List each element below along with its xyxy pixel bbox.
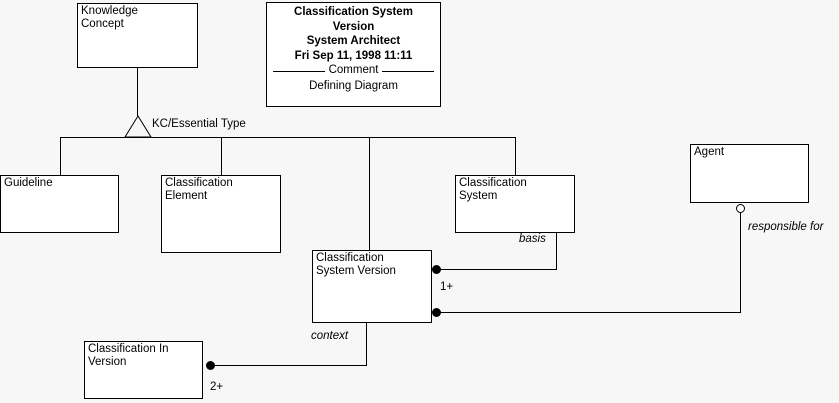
- comment-text: Defining Diagram: [309, 80, 398, 92]
- class-box-classification-element[interactable]: Classification Element: [161, 175, 281, 253]
- diagram-title-block: Classification System Version System Arc…: [266, 2, 441, 107]
- divider-rule-left: [273, 71, 325, 72]
- generalization-drop-guideline: [60, 137, 61, 175]
- class-name-agent: Agent: [694, 146, 725, 158]
- class-name-classification-in-version: Classification In Version: [88, 343, 169, 368]
- class-name-classification-system: Classification System: [459, 177, 527, 202]
- class-box-classification-system-version[interactable]: Classification System Version: [312, 250, 432, 323]
- responsible-for-association-vertical: [740, 212, 741, 313]
- divider-rule-right: [382, 71, 435, 72]
- diagram-title-lines: Classification System Version System Arc…: [294, 6, 413, 62]
- class-box-classification-in-version[interactable]: Classification In Version: [84, 341, 203, 399]
- class-box-classification-system[interactable]: Classification System: [455, 175, 575, 233]
- basis-association-vertical: [556, 233, 557, 270]
- basis-aggregation-dot-icon: [432, 265, 441, 274]
- comment-section-label: Comment: [328, 64, 379, 76]
- generalization-bar: [60, 137, 516, 138]
- context-aggregation-dot-icon: [206, 361, 215, 370]
- class-name-knowledge-concept: Knowledge Concept: [81, 5, 138, 30]
- label-multiplicity-1-plus: 1+: [440, 281, 454, 293]
- label-multiplicity-2-plus: 2+: [210, 381, 224, 393]
- responsible-for-aggregation-dot-icon: [432, 308, 441, 317]
- label-kc-essential-type: KC/Essential Type: [152, 118, 246, 130]
- context-association-vertical: [366, 323, 367, 366]
- label-context: context: [311, 330, 349, 342]
- generalization-drop-classification-system-version: [369, 137, 370, 250]
- class-box-guideline[interactable]: Guideline: [0, 175, 119, 233]
- comment-section-divider: Comment: [273, 64, 435, 78]
- class-name-classification-element: Classification Element: [165, 177, 233, 202]
- responsible-for-optional-circle-icon: [736, 204, 745, 213]
- class-box-knowledge-concept[interactable]: Knowledge Concept: [77, 3, 198, 68]
- class-name-classification-system-version: Classification System Version: [316, 252, 396, 277]
- context-association-horizontal: [210, 365, 367, 366]
- responsible-for-association-horizontal: [437, 312, 741, 313]
- generalization-drop-classification-element: [221, 137, 222, 175]
- generalization-drop-classification-system: [515, 137, 516, 175]
- class-box-agent[interactable]: Agent: [690, 144, 809, 203]
- class-name-guideline: Guideline: [4, 177, 53, 189]
- generalization-triangle-icon: [124, 115, 152, 138]
- basis-association-horizontal: [437, 269, 556, 270]
- label-basis: basis: [519, 233, 546, 245]
- generalization-stem: [137, 68, 138, 116]
- label-responsible-for: responsible for: [748, 221, 824, 233]
